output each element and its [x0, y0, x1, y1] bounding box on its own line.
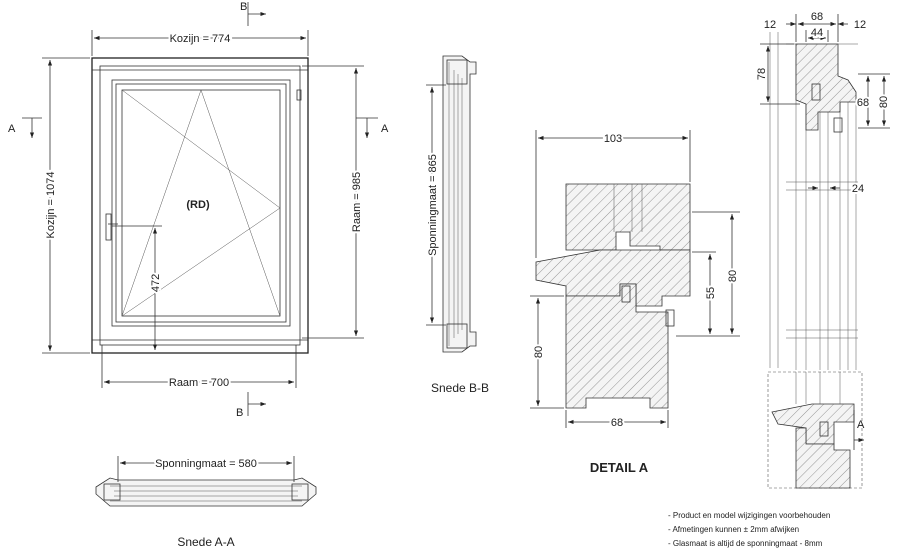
- note-line: - Product en model wijzigingen voorbehou…: [668, 511, 830, 520]
- section-marker-a-left: A: [8, 117, 42, 138]
- dim-profile-68-top: 68: [811, 11, 823, 23]
- dim-68: 68: [611, 417, 623, 429]
- window-elevation: (RD) Kozijn = 774 Kozijn = 1074 Raam = 9…: [8, 1, 389, 419]
- section-marker-a-profile: A: [853, 410, 865, 450]
- section-marker-b-bottom: B: [236, 392, 266, 419]
- svg-text:B: B: [236, 407, 243, 419]
- note-line: - Afmetingen kunnen ± 2mm afwijken: [668, 525, 799, 534]
- dim-raam-height: Raam = 985: [351, 172, 363, 232]
- dim-80-right: 80: [727, 270, 739, 282]
- dim-profile-80: 80: [878, 96, 890, 108]
- dim-profile-68-side: 68: [857, 97, 869, 109]
- section-marker-b-top: B: [240, 1, 266, 26]
- svg-text:A: A: [381, 123, 389, 135]
- detail-a-title: DETAIL A: [590, 460, 649, 475]
- dim-profile-24: 24: [852, 183, 864, 195]
- dim-profile-44: 44: [811, 27, 823, 39]
- section-marker-a-right: A: [356, 117, 389, 138]
- dim-55: 55: [705, 287, 717, 299]
- dim-kozijn-height: Kozijn = 1074: [45, 172, 57, 239]
- caption-snede-bb: Snede B-B: [431, 381, 489, 395]
- dim-sponningmaat-865: Sponningmaat = 865: [427, 154, 439, 256]
- opening-type-label: (RD): [186, 199, 210, 211]
- dim-profile-78: 78: [756, 68, 768, 80]
- section-aa: Sponningmaat = 580 Snede A-A: [95, 456, 317, 549]
- dim-kozijn-width: Kozijn = 774: [170, 33, 231, 45]
- dim-handle-height: 472: [150, 274, 162, 292]
- section-bb: Sponningmaat = 865 Snede B-B: [425, 55, 489, 395]
- note-line: - Glasmaat is altijd de sponningmaat - 8…: [668, 539, 823, 548]
- dim-profile-12-right: 12: [854, 19, 866, 31]
- caption-snede-aa: Snede A-A: [177, 535, 234, 549]
- svg-text:A: A: [857, 419, 865, 431]
- profile-column: 12 68 12 44 78 68 80 24 A: [754, 9, 892, 489]
- detail-a: 103 80 55 80 68 DETAIL A: [530, 130, 741, 475]
- svg-text:A: A: [8, 123, 16, 135]
- dim-80-left: 80: [533, 346, 545, 358]
- dim-sponningmaat-580: Sponningmaat = 580: [155, 458, 257, 470]
- svg-text:B: B: [240, 1, 247, 13]
- notes: - Product en model wijzigingen voorbehou…: [668, 511, 830, 548]
- dim-103: 103: [604, 133, 622, 145]
- dim-raam-width: Raam = 700: [169, 377, 229, 389]
- dim-profile-12-left: 12: [764, 19, 776, 31]
